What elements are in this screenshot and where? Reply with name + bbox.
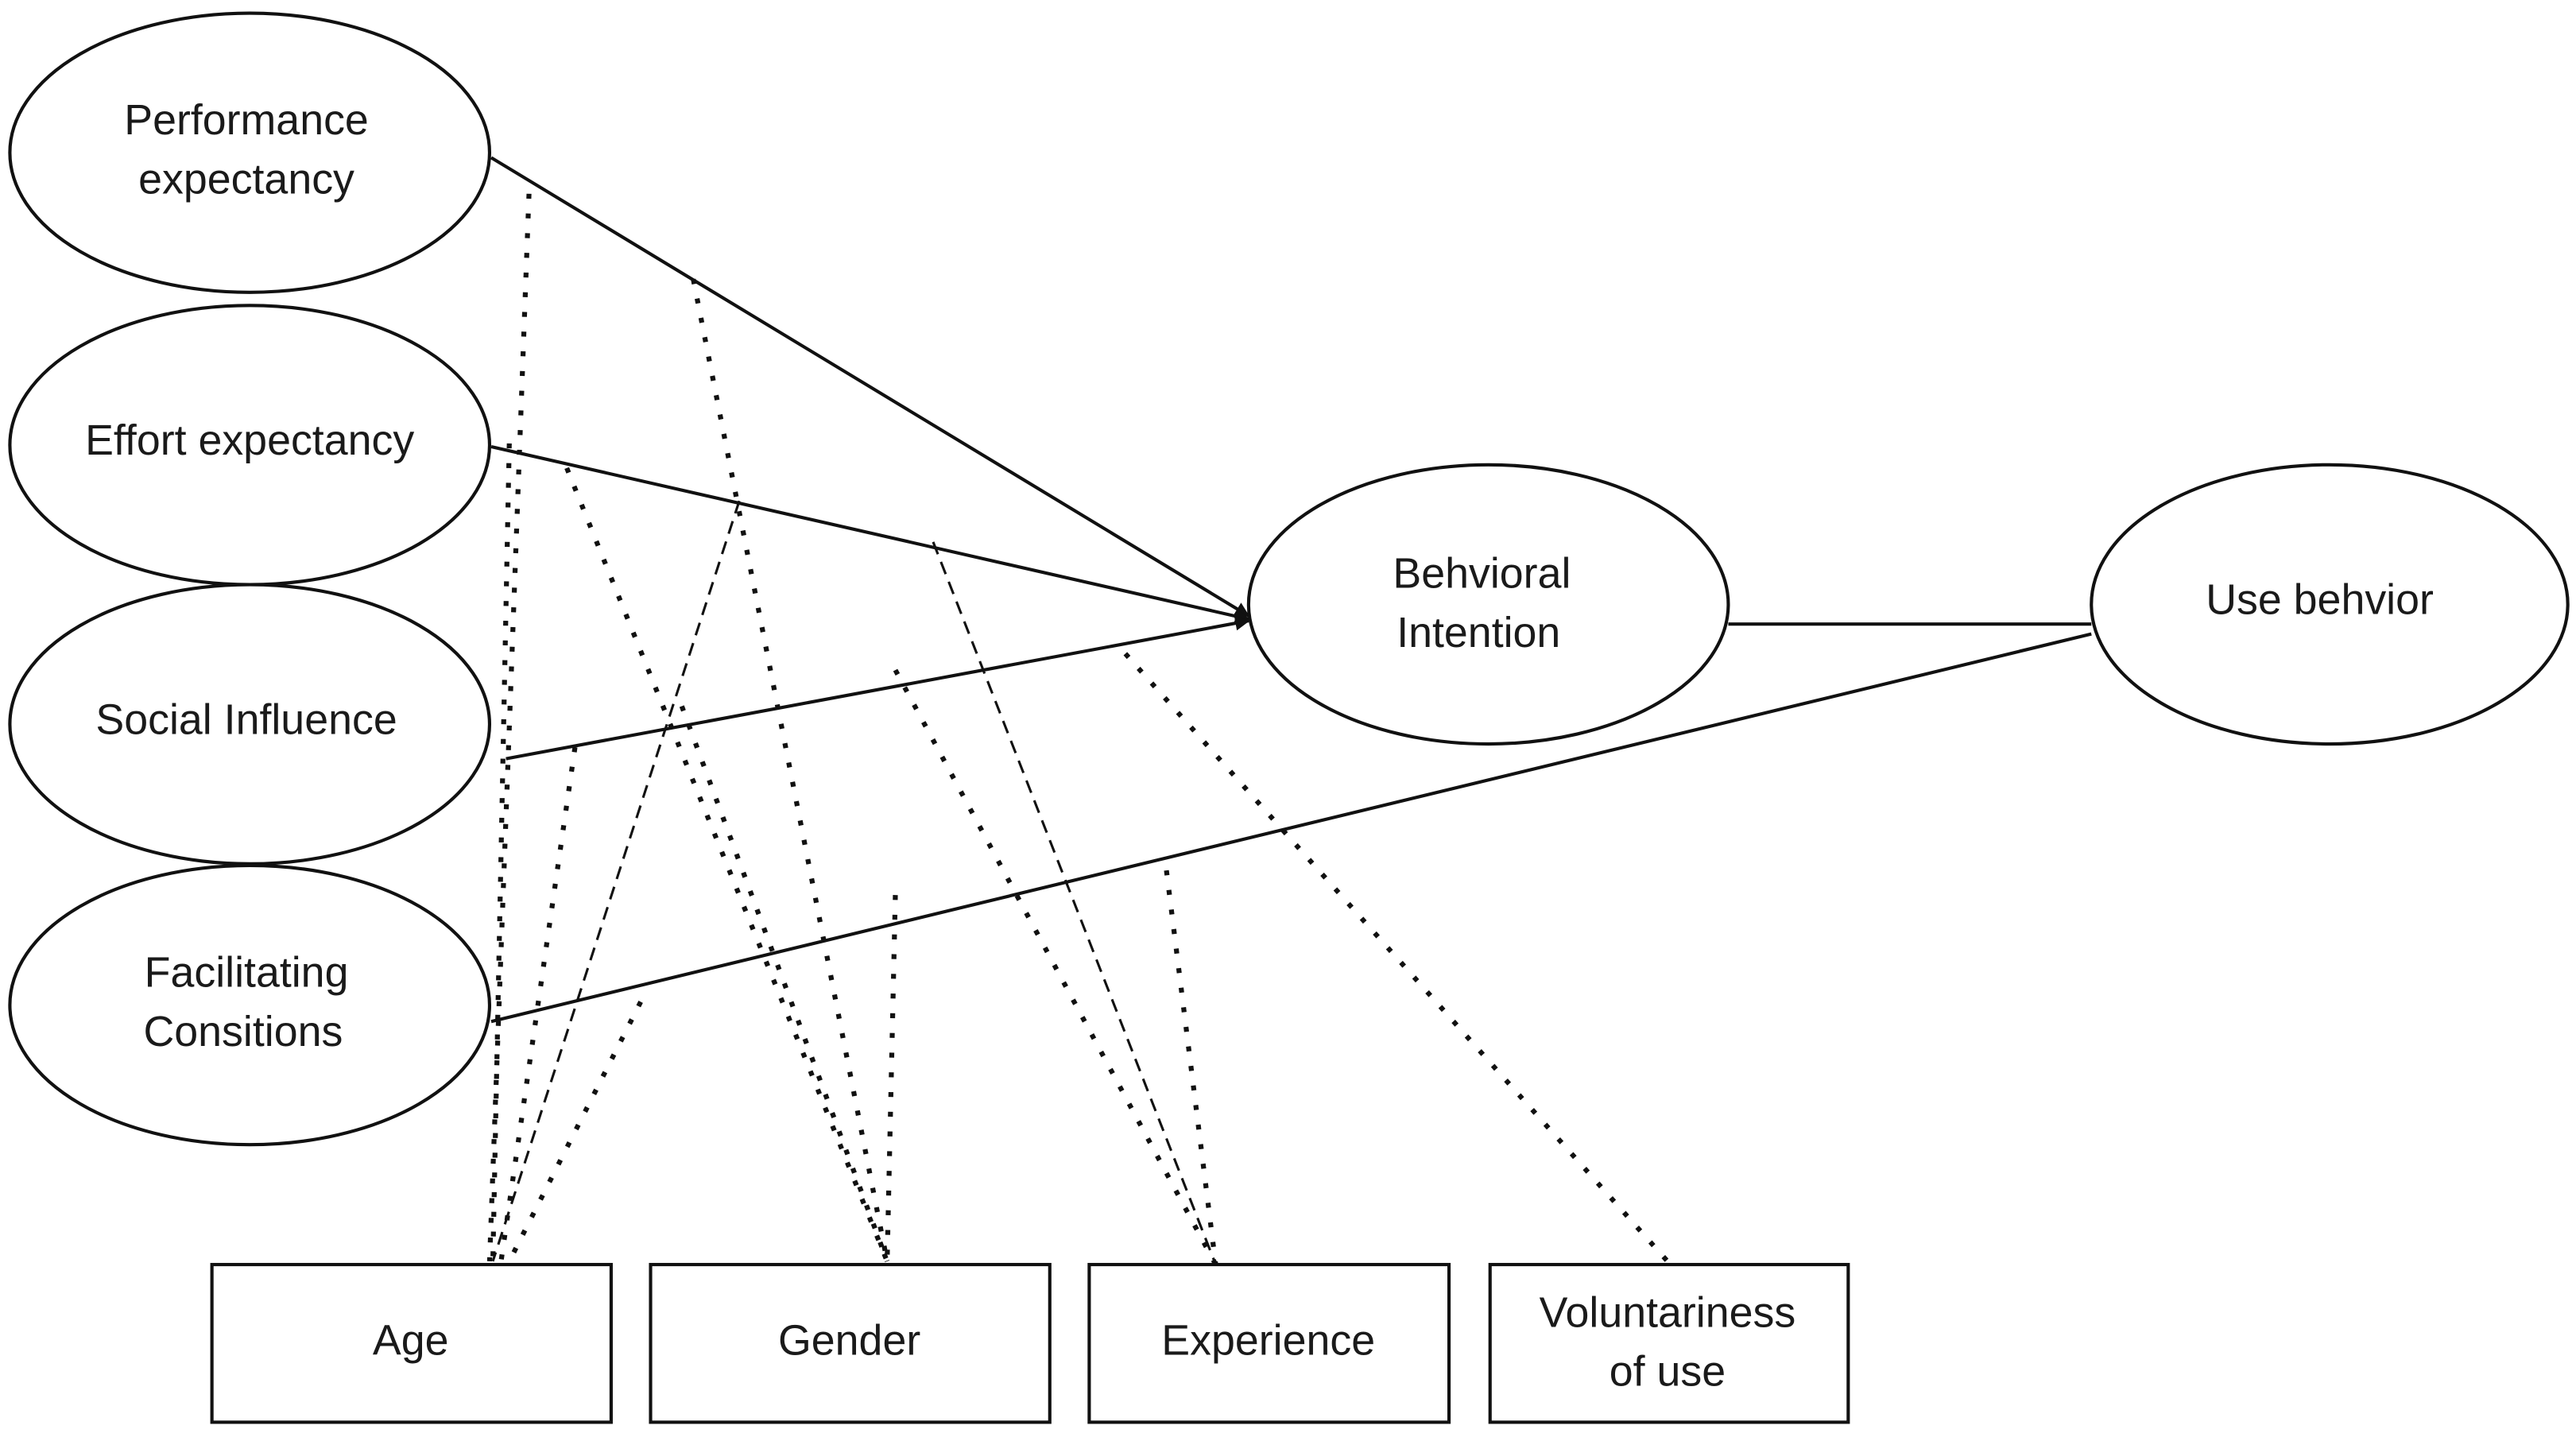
path-si-bi (506, 615, 1250, 761)
moderation-line-voluntariness-si (1123, 652, 1670, 1263)
construct-label-line: expectancy (138, 156, 354, 203)
moderation-line-age-ee-dashed (491, 500, 741, 1262)
moderation-line-gender-si (679, 705, 890, 1262)
construct-label-line: Intention (1396, 609, 1560, 657)
moderation-line-experience-extra (1164, 870, 1218, 1265)
moderation-line-age-pe (486, 193, 532, 1262)
construct-label-line: Consitions (143, 1008, 343, 1055)
moderator-gender[interactable]: Gender (649, 1262, 1052, 1424)
construct-behavioral-intention[interactable]: Behvioral Intention (1246, 463, 1730, 746)
construct-label: Use behvior (2206, 576, 2434, 624)
path-ee-bi (490, 445, 1250, 624)
moderator-label: Experience (1161, 1316, 1375, 1364)
construct-label-line: Performance (124, 96, 369, 144)
moderator-label: Age (373, 1316, 449, 1364)
moderation-line-age-si (498, 746, 578, 1262)
construct-label: Effort expectancy (85, 416, 414, 464)
moderator-age[interactable]: Age (210, 1262, 613, 1424)
construct-facilitating-conditions[interactable]: Facilitating Consitions (8, 863, 492, 1147)
moderation-line-gender-ee (564, 467, 890, 1263)
moderator-experience[interactable]: Experience (1087, 1262, 1451, 1424)
construct-label-line: Facilitating (145, 949, 349, 997)
moderation-line-age-ee (490, 443, 512, 1261)
path-pe-bi (490, 156, 1250, 618)
construct-effort-expectancy[interactable]: Effort expectancy (8, 304, 492, 587)
path-fc-ub (490, 632, 2092, 1024)
moderation-line-experience-si (893, 668, 1218, 1266)
construct-social-influence[interactable]: Social Influence (8, 583, 492, 866)
moderator-voluntariness-of-use[interactable]: Voluntariness of use (1488, 1262, 1850, 1424)
relationship-lines (486, 156, 2092, 1266)
moderator-label: Gender (778, 1316, 920, 1364)
moderation-line-gender-pe (691, 278, 890, 1262)
construct-use-behavior[interactable]: Use behvior (2090, 463, 2570, 746)
moderator-label-line: of use (1610, 1348, 1726, 1396)
moderation-line-gender-extra (885, 895, 898, 1261)
moderator-label-line: Voluntariness (1540, 1288, 1796, 1336)
moderation-line-experience-ee (932, 541, 1217, 1265)
construct-performance-expectancy[interactable]: Performance expectancy (8, 11, 492, 294)
construct-label: Social Influence (95, 695, 397, 743)
construct-label-line: Behvioral (1393, 549, 1571, 597)
moderation-line-age-fc (506, 1001, 643, 1263)
